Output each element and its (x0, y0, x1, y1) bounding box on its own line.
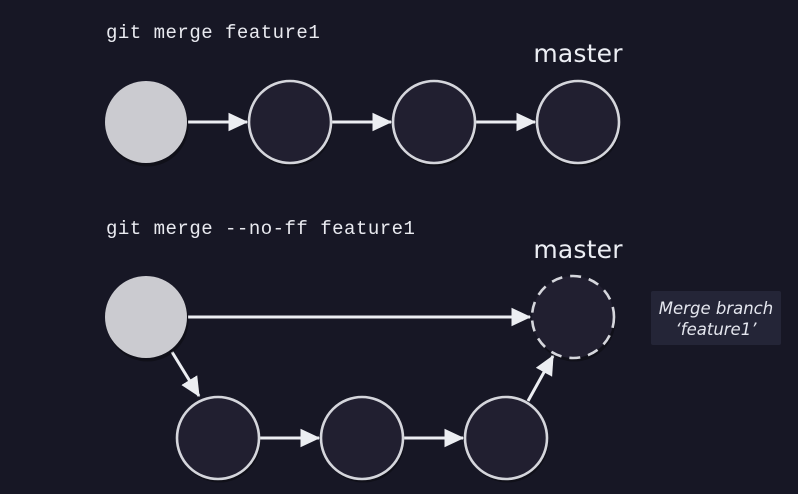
edge-nff-e-branch (170, 351, 201, 398)
note-line-1: Merge branch (659, 299, 773, 318)
merge-commit-note: Merge branch ‘feature1’ (651, 291, 781, 345)
commit-node-ff-c3[interactable] (535, 79, 621, 165)
command-label-no-fast-forward: git merge --no-ff feature1 (106, 218, 415, 240)
section-fast-forward: git merge feature1 master (105, 22, 623, 167)
commit-node-nff-f2[interactable] (319, 395, 405, 481)
section-no-fast-forward: git merge --no-ff feature1 master (105, 218, 623, 483)
command-label-fast-forward: git merge feature1 (106, 22, 320, 44)
commit-node-nff-f1[interactable] (175, 395, 261, 481)
edge-nff-e-merge (526, 354, 555, 402)
branch-label-master-fast-forward: master (533, 39, 623, 68)
commit-node-nff-c0[interactable] (105, 276, 187, 358)
commit-node-nff-merge[interactable] (530, 274, 616, 360)
branch-label-master-no-fast-forward: master (533, 235, 623, 264)
commit-node-ff-c0[interactable] (105, 81, 187, 163)
commit-node-ff-c1[interactable] (247, 79, 333, 165)
note-line-2: ‘feature1’ (676, 320, 758, 339)
commit-node-nff-f3[interactable] (463, 395, 549, 481)
commit-node-ff-c2[interactable] (391, 79, 477, 165)
note-box (651, 291, 781, 345)
